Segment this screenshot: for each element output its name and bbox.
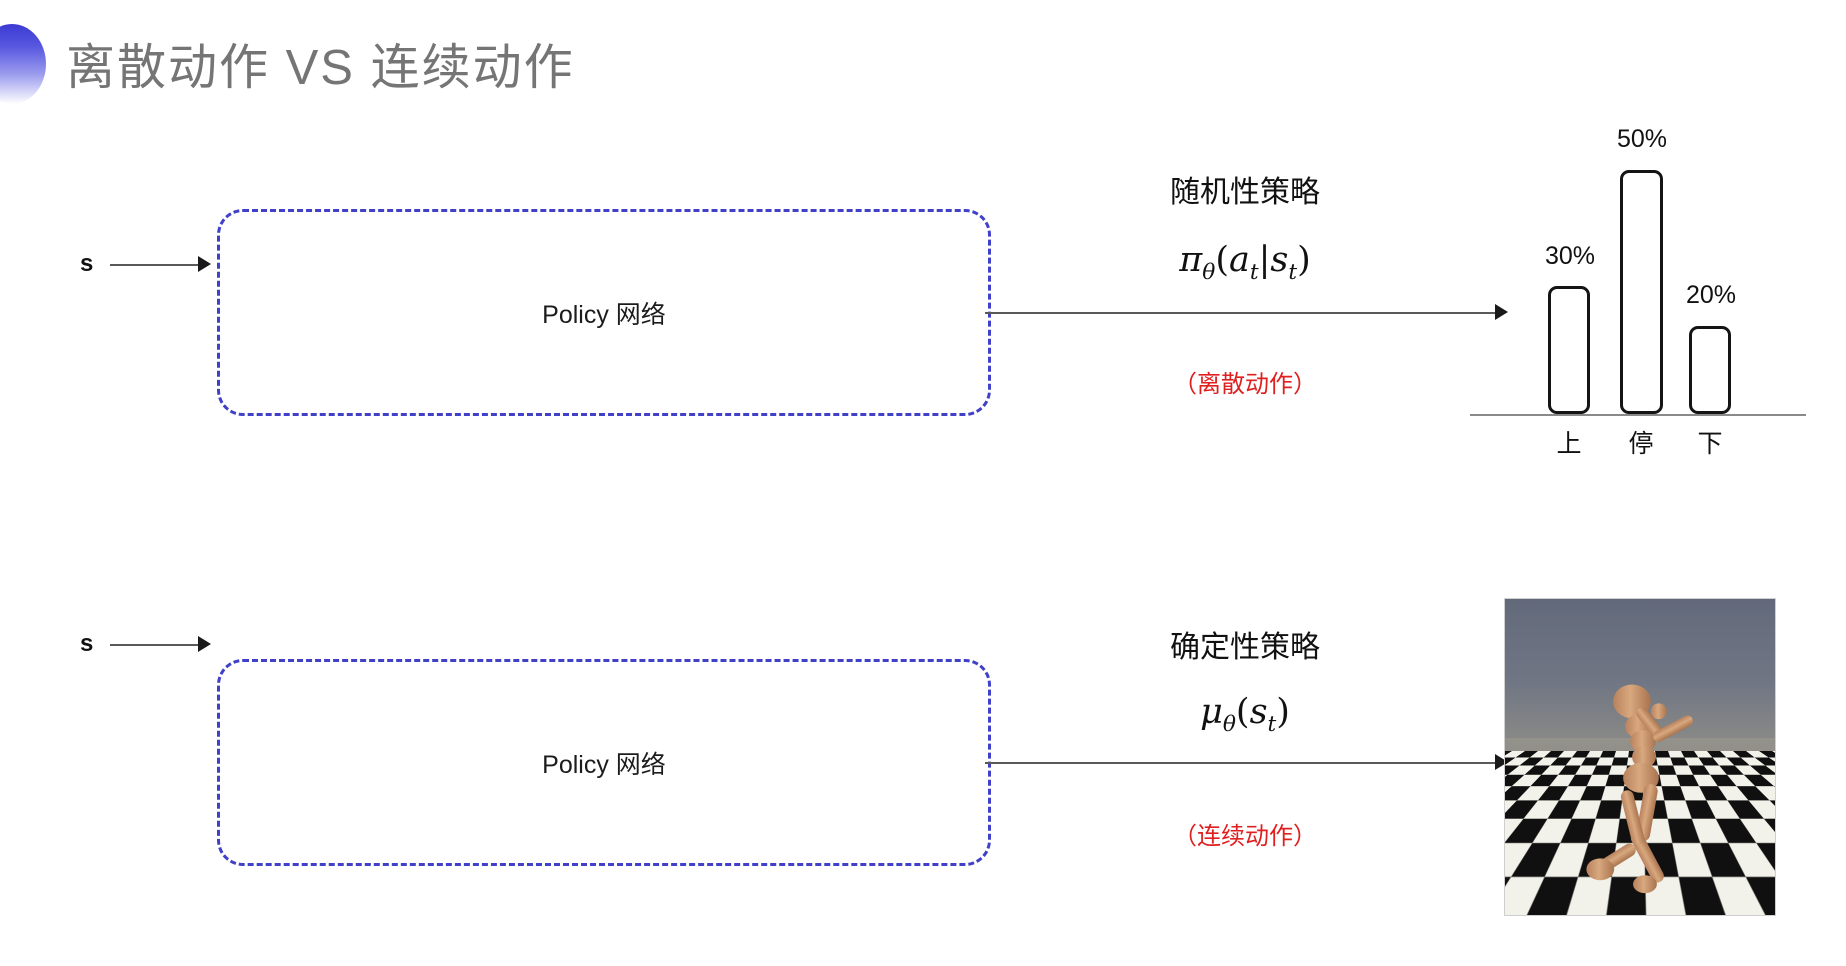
input-arrow-head-continuous [198,636,211,652]
caption-stochastic-policy: 随机性策略 [1135,167,1355,211]
bar-up[interactable] [1548,286,1590,414]
bar-down[interactable] [1689,326,1731,414]
bar-category-up: 上 [1529,424,1609,460]
formula-mu-subscript: θ [1223,712,1236,737]
formula-given-bar: | [1259,240,1271,280]
bar-value-up: 30% [1530,242,1610,271]
formula-pi-subscript: θ [1202,260,1215,285]
policy-network-label-continuous: Policy 网络 [220,745,988,781]
page-title: 离散动作 VS 连续动作 [66,28,575,99]
bar-category-down: 下 [1670,424,1750,460]
note-discrete-action: （离散动作） [1135,364,1355,399]
formula-state-subscript: t [1288,260,1297,285]
chart-baseline-axis [1470,414,1806,416]
bar-stop[interactable] [1620,170,1663,414]
action-probability-bar-chart: 30% 50% 20% 上 停 下 [1470,120,1806,416]
humanoid-figure-icon [1505,599,1775,915]
bar-value-stop: 50% [1602,125,1682,154]
formula-open-paren: ( [1215,240,1229,280]
output-arrow-line-discrete [985,312,1495,314]
formula-action: a [1229,240,1250,280]
formula-action-subscript: t [1250,260,1259,285]
caption-deterministic-policy: 确定性策略 [1135,622,1355,666]
formula-state: s [1270,240,1288,280]
formula-state-2-subscript: t [1268,712,1277,737]
output-arrow-line-continuous [985,762,1495,764]
formula-close-paren: ) [1297,240,1311,280]
input-state-label-discrete: s [80,250,93,278]
formula-mu: μ [1200,692,1223,732]
input-arrow-line-discrete [110,264,198,266]
input-arrow-line-continuous [110,644,198,646]
input-arrow-head-discrete [198,256,211,272]
policy-network-label-discrete: Policy 网络 [220,295,988,331]
formula-deterministic-policy: μθ(st) [1135,692,1355,737]
bar-category-stop: 停 [1601,424,1681,460]
note-continuous-action: （连续动作） [1135,816,1355,851]
formula-state-2: s [1250,692,1268,732]
humanoid-simulation-image[interactable] [1504,598,1776,916]
formula-close-paren-2: ) [1276,692,1290,732]
formula-pi: π [1179,240,1202,280]
formula-stochastic-policy: πθ(at|st) [1135,240,1355,285]
bar-value-down: 20% [1671,281,1751,310]
formula-open-paren-2: ( [1236,692,1250,732]
policy-network-box-discrete[interactable]: Policy 网络 [217,209,991,416]
policy-network-box-continuous[interactable]: Policy 网络 [217,659,991,866]
input-state-label-continuous: s [80,630,93,658]
title-bullet-icon [0,24,46,104]
